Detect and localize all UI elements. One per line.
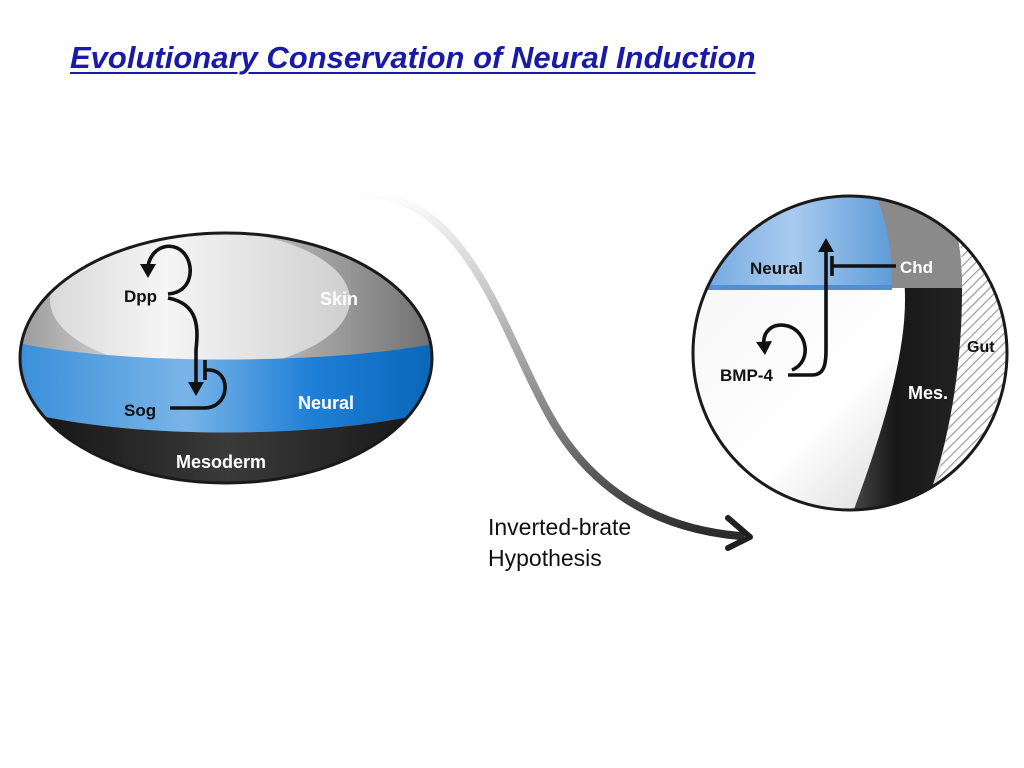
vertebrate-embryo: Neural Chd Gut Mes. BMP-4 — [691, 194, 1009, 512]
bmp4-autoloop-arrow — [762, 323, 807, 372]
gut-label: Gut — [967, 339, 995, 356]
dpp-signal-arrow — [167, 296, 199, 385]
caption-line-1: Inverted-brate — [488, 514, 632, 540]
mesoderm-label: Mesoderm — [176, 452, 266, 472]
bmp4-label: BMP-4 — [720, 366, 773, 385]
chd-label: Chd — [900, 258, 933, 277]
neural-label: Neural — [298, 393, 354, 413]
vertebrate-mesoderm-label: Mes. — [908, 383, 948, 403]
dpp-label: Dpp — [124, 287, 157, 306]
inversion-arrow — [350, 188, 753, 551]
neural-region — [20, 343, 432, 433]
caption-line-2: Hypothesis — [488, 545, 602, 571]
sog-label: Sog — [124, 401, 156, 420]
skin-label: Skin — [320, 289, 358, 309]
dpp-autoloop-arrow — [146, 244, 192, 296]
vertebrate-neural-label: Neural — [750, 259, 803, 278]
invertebrate-embryo: Skin Neural Mesoderm Dpp Sog — [18, 231, 434, 485]
bmp4-signal-arrow — [788, 248, 828, 377]
slide-title: Evolutionary Conservation of Neural Indu… — [70, 40, 756, 75]
sog-inhibition-arrow — [170, 368, 227, 410]
hypothesis-caption: Inverted-brate Hypothesis — [488, 512, 631, 574]
